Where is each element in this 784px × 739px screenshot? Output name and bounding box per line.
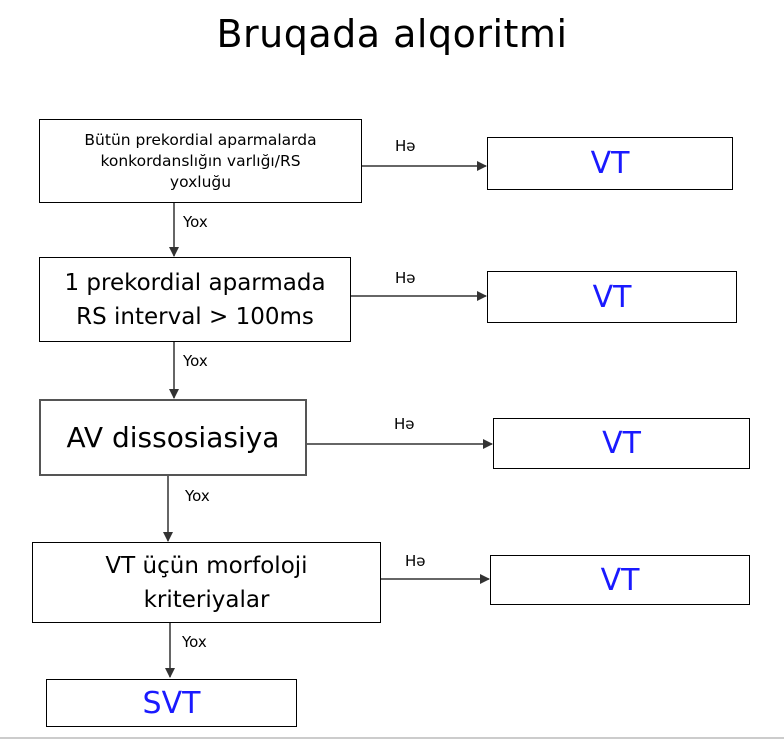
result-text-1: VT — [590, 146, 630, 181]
edge-label-no-2: Yox — [183, 352, 208, 370]
decision-box-1: Bütün prekordial aparmalarda konkordansl… — [39, 119, 362, 203]
result-text-2: VT — [592, 279, 632, 315]
result-box-4: VT — [490, 555, 750, 605]
decision-text-3: AV dissosiasiya — [66, 421, 280, 454]
decision-box-3: AV dissosiasiya — [39, 399, 307, 476]
result-text-3: VT — [602, 426, 641, 461]
result-box-3: VT — [493, 418, 750, 469]
edge-label-yes-4: Hə — [405, 552, 426, 570]
final-result-text: SVT — [142, 685, 201, 721]
result-box-1: VT — [487, 137, 733, 190]
decision-text-2: 1 prekordial aparmada RS interval > 100m… — [64, 269, 326, 330]
edge-label-no-1: Yox — [183, 213, 208, 231]
result-text-4: VT — [600, 562, 640, 598]
diagram-title: Bruqada alqoritmi — [216, 12, 568, 56]
result-box-2: VT — [487, 271, 737, 323]
bottom-divider — [0, 737, 784, 739]
final-result-box: SVT — [46, 679, 297, 727]
edge-label-no-3: Yox — [185, 487, 210, 505]
decision-box-2: 1 prekordial aparmada RS interval > 100m… — [39, 257, 351, 342]
decision-box-4: VT üçün morfoloji kriteriyalar — [32, 542, 381, 623]
edge-label-no-4: Yox — [182, 633, 207, 651]
edge-label-yes-1: Hə — [395, 137, 416, 155]
decision-text-4: VT üçün morfoloji kriteriyalar — [105, 552, 308, 613]
decision-text-1: Bütün prekordial aparmalarda konkordansl… — [84, 130, 317, 191]
edge-label-yes-3: Hə — [394, 415, 415, 433]
edge-label-yes-2: Hə — [395, 269, 416, 287]
